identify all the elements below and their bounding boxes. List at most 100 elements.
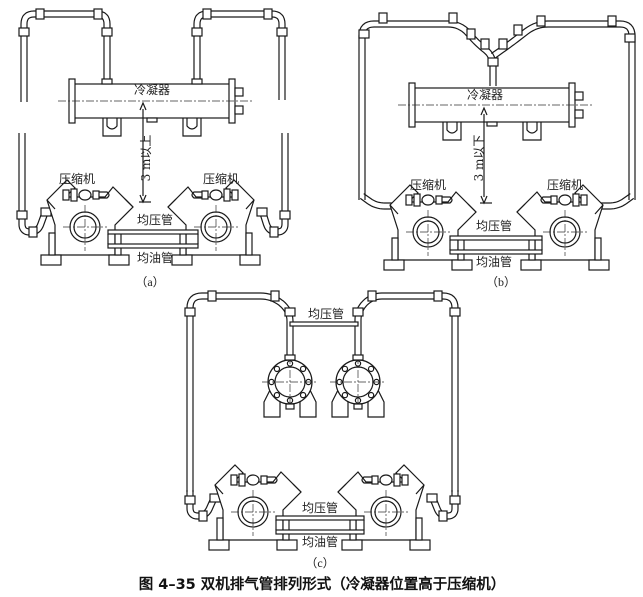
equalizer-pipes — [107, 229, 199, 249]
discharge-pipe-bottom-left — [18, 133, 50, 236]
pipe-coupling — [367, 290, 377, 302]
pipe-coupling — [438, 510, 448, 522]
panel-c: 均压管 均压管 均油管 （c） — [302, 306, 344, 570]
separator-bolt — [273, 365, 281, 373]
pipe-coupling — [449, 307, 461, 317]
separator-inlet — [284, 354, 296, 361]
panel-b-height-label: 3 m以下 — [472, 135, 486, 182]
condenser-water-nozzle — [234, 87, 244, 97]
panel-a-compressor-left-label: 压缩机 — [59, 171, 95, 186]
compressor-cylinder-head — [167, 198, 255, 210]
pipe-wall — [192, 490, 213, 514]
pipe-coupling — [16, 210, 28, 220]
compressor-pedestal — [245, 232, 253, 256]
equalizer-pipes — [275, 515, 365, 535]
valve-body — [558, 194, 572, 206]
pipe-coupling — [449, 495, 461, 505]
pipe-coupling — [358, 29, 370, 39]
pipe-coupling — [28, 226, 38, 238]
compressor-pedestal — [415, 517, 423, 541]
compressor-c-right — [337, 464, 431, 551]
separator-bolt — [299, 391, 307, 399]
panel-a-drawing — [16, 8, 291, 266]
valve-body — [421, 194, 435, 206]
compressor-pedestal — [528, 237, 536, 261]
condenser-drain — [486, 121, 498, 127]
panel-c-top-equalizer-label: 均压管 — [308, 306, 344, 321]
compressor-foot — [588, 259, 610, 271]
pipe-coupling — [487, 57, 499, 67]
valve-nut — [201, 190, 209, 200]
compressor-cylinder-head — [46, 198, 134, 210]
valve-stem — [442, 196, 453, 204]
separator-bolt — [273, 391, 281, 399]
pipe-wall — [18, 133, 50, 236]
pipe-wall — [494, 26, 630, 200]
separator-outlet — [353, 403, 363, 410]
valve-flange — [62, 189, 70, 201]
panel-b-condenser-label: 冷凝器 — [467, 87, 503, 102]
valve-flange — [231, 189, 239, 201]
condenser — [58, 78, 253, 137]
figure-caption: 图 4–35 双机排气管排列形式（冷凝器位置高于压缩机） — [139, 575, 506, 593]
valve-flange — [401, 474, 409, 486]
compressor-foot — [208, 539, 230, 551]
panel-a-height-label: 3 m以上 — [139, 135, 153, 182]
panel-c-equalizer-gas-label: 均压管 — [302, 500, 338, 515]
pipe-coupling — [448, 12, 458, 24]
valve-flange — [580, 194, 588, 206]
compressor-cylinder-head — [337, 483, 425, 495]
panel-a-condenser-label: 冷凝器 — [134, 82, 170, 97]
compressor-cylinder-head — [516, 203, 604, 215]
panel-a-sublabel: （a） — [135, 275, 164, 289]
compressor-foot — [40, 254, 62, 266]
valve-nut — [550, 195, 558, 205]
compressor-foot — [341, 539, 363, 551]
top-equalizer-pipe — [289, 321, 359, 327]
separator-bolt — [341, 365, 349, 373]
oil-equalizer-pipe — [107, 243, 199, 249]
pipe-coupling — [198, 510, 208, 522]
pipe-coupling — [202, 8, 212, 20]
valve-flange — [572, 193, 580, 207]
dimension-arrow-up — [139, 101, 147, 111]
compressor-pedestal — [457, 237, 465, 261]
condenser-water-nozzle — [574, 109, 584, 119]
pipe-wall — [258, 133, 289, 236]
compressor-foot — [171, 254, 193, 266]
separator-bolt — [299, 365, 307, 373]
discharge-pipe-left-down — [359, 193, 415, 210]
oil-equalizer-pipe — [449, 249, 543, 255]
panel-b-compressor-left-label: 压缩机 — [410, 177, 446, 192]
compressor-cylinder-head — [214, 483, 302, 495]
pipe-coupling — [184, 495, 196, 505]
valve-stem — [191, 191, 202, 199]
condenser-inlet-nozzle — [101, 78, 113, 85]
condenser — [398, 82, 593, 141]
gas-equalizer-pipe — [275, 515, 365, 521]
compressor-pedestal — [391, 237, 399, 261]
pipe-wall — [363, 193, 415, 204]
pipe-wall — [193, 10, 286, 100]
compressor-foot — [409, 539, 431, 551]
valve-stem — [267, 476, 278, 484]
pipe-coupling — [536, 15, 546, 27]
valve-flange — [223, 188, 231, 202]
compressor-pedestal — [594, 237, 602, 261]
height-dimension — [480, 106, 492, 205]
compressor-pedestal — [216, 517, 224, 541]
pipe-coupling — [426, 493, 438, 503]
height-dimension — [139, 101, 151, 204]
oil-separator — [330, 354, 386, 418]
compressor-foot — [383, 259, 405, 271]
pipe-coupling — [433, 290, 443, 302]
compressor-cylinder-head — [389, 203, 477, 215]
pipe-coupling — [263, 8, 273, 20]
panel-c-drawing — [184, 290, 461, 551]
condenser-water-nozzle — [234, 105, 244, 115]
condenser-saddle — [102, 118, 122, 137]
valve-body — [379, 474, 393, 486]
pipe-wall — [199, 16, 280, 100]
compressor-a-left — [40, 179, 134, 266]
